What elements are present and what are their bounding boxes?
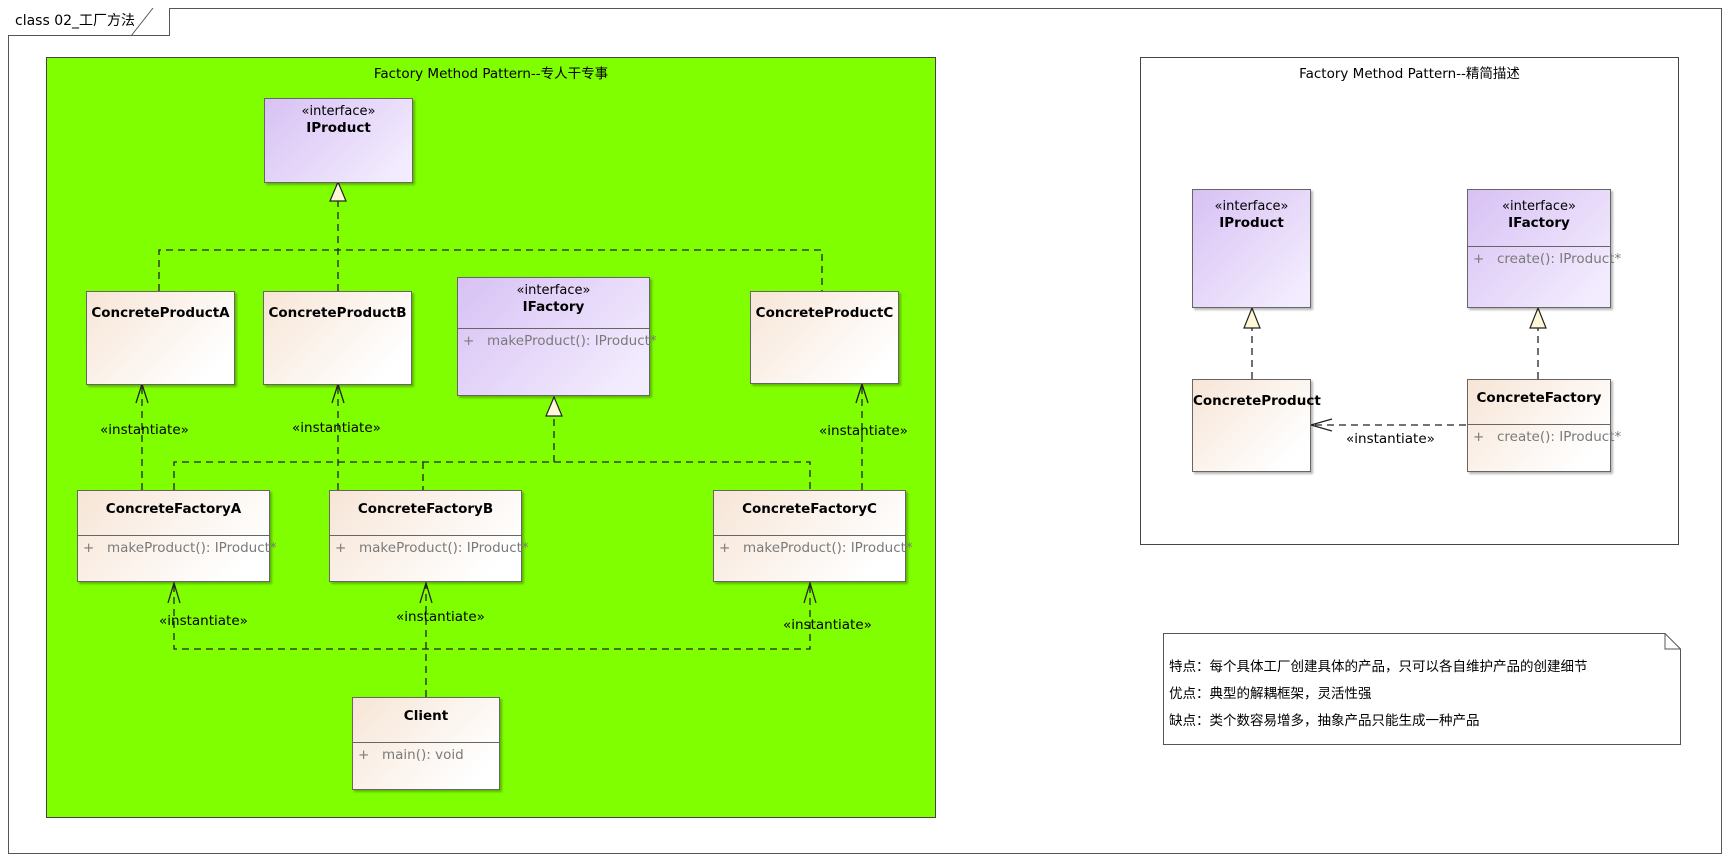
stereotype-label: «interface» bbox=[301, 104, 376, 119]
class-name: IProduct bbox=[306, 120, 371, 136]
diagram-title: class 02_工厂方法 bbox=[8, 8, 171, 36]
instantiate-label: «instantiate» bbox=[159, 613, 248, 629]
stereotype-label: «interface» bbox=[1214, 199, 1289, 214]
class-name: ConcreteFactoryB bbox=[357, 501, 494, 517]
class-name: ConcreteProductA bbox=[91, 305, 230, 321]
class-name: IFactory bbox=[1508, 215, 1570, 231]
class-name: ConcreteFactoryA bbox=[105, 501, 242, 517]
instantiate-label: «instantiate» bbox=[396, 609, 485, 625]
class-concrete-product-c[interactable]: ConcreteProductC bbox=[750, 291, 899, 384]
instantiate-line-client-AC bbox=[173, 585, 811, 650]
realization-arrowhead bbox=[329, 180, 347, 202]
class-r-iproduct[interactable]: «interface» IProduct bbox=[1192, 189, 1311, 308]
class-name: ConcreteProductC bbox=[755, 305, 894, 321]
class-concrete-factory-b[interactable]: ConcreteFactoryB +makeProduct(): IProduc… bbox=[329, 490, 529, 582]
class-r-concrete-product[interactable]: ConcreteProduct bbox=[1192, 379, 1321, 472]
operation: +makeProduct(): IProduct* bbox=[719, 540, 913, 556]
instantiate-label: «instantiate» bbox=[100, 422, 189, 438]
class-concrete-product-b[interactable]: ConcreteProductB bbox=[263, 291, 412, 385]
instantiate-label: «instantiate» bbox=[292, 420, 381, 436]
operation: +main(): void bbox=[358, 747, 464, 763]
stereotype-label: «interface» bbox=[1502, 199, 1576, 214]
operation: +makeProduct(): IProduct* bbox=[335, 540, 529, 556]
class-name: IProduct bbox=[1219, 215, 1284, 231]
instantiate-label: «instantiate» bbox=[783, 617, 872, 633]
realization-arrowhead bbox=[1243, 306, 1261, 329]
package-title: Factory Method Pattern--专人干专事 bbox=[373, 66, 609, 82]
class-concrete-factory-a[interactable]: ConcreteFactoryA +makeProduct(): IProduc… bbox=[77, 490, 277, 582]
note-shape bbox=[1163, 633, 1681, 745]
operation: +create(): IProduct* bbox=[1473, 251, 1622, 267]
note-line-pros: 优点：典型的解耦框架，灵活性强 bbox=[1169, 686, 1372, 702]
diagram-frame bbox=[8, 8, 1722, 854]
realization-line-products bbox=[158, 249, 823, 291]
class-concrete-factory-c[interactable]: ConcreteFactoryC +makeProduct(): IProduc… bbox=[713, 490, 913, 582]
class-name: ConcreteProduct bbox=[1193, 393, 1321, 409]
stereotype-label: «interface» bbox=[516, 283, 591, 298]
class-ifactory[interactable]: «interface» IFactory +makeProduct(): IPr… bbox=[457, 277, 657, 396]
class-name: ConcreteFactoryC bbox=[742, 501, 877, 517]
note-line-cons: 缺点：类个数容易增多，抽象产品只能生成一种产品 bbox=[1169, 713, 1480, 729]
realization-line-factories bbox=[173, 461, 811, 490]
class-client[interactable]: Client +main(): void bbox=[352, 697, 500, 790]
class-r-ifactory[interactable]: «interface» IFactory +create(): IProduct… bbox=[1467, 189, 1622, 308]
package-factory-method-left[interactable]: Factory Method Pattern--专人干专事 bbox=[46, 57, 936, 818]
note[interactable]: 特点：每个具体工厂创建具体的产品，只可以各自维护产品的创建细节 优点：典型的解耦… bbox=[1163, 633, 1681, 745]
note-line-features: 特点：每个具体工厂创建具体的产品，只可以各自维护产品的创建细节 bbox=[1169, 659, 1588, 675]
class-iproduct[interactable]: «interface» IProduct bbox=[264, 98, 413, 183]
realization-arrowhead bbox=[1529, 306, 1547, 329]
class-r-concrete-factory[interactable]: ConcreteFactory +create(): IProduct* bbox=[1467, 379, 1622, 472]
instantiate-label: «instantiate» bbox=[819, 423, 908, 439]
instantiate-label: «instantiate» bbox=[1346, 431, 1435, 447]
class-name: ConcreteFactory bbox=[1476, 390, 1602, 406]
operation: +makeProduct(): IProduct* bbox=[463, 333, 657, 349]
realization-arrowhead bbox=[545, 395, 563, 417]
operation: +makeProduct(): IProduct* bbox=[83, 540, 277, 556]
operation: +create(): IProduct* bbox=[1473, 429, 1622, 445]
class-name: IFactory bbox=[522, 299, 585, 315]
class-concrete-product-a[interactable]: ConcreteProductA bbox=[86, 291, 235, 385]
class-name: ConcreteProductB bbox=[268, 305, 407, 321]
class-name: Client bbox=[403, 708, 449, 724]
package-title: Factory Method Pattern--精简描述 bbox=[1299, 66, 1520, 82]
